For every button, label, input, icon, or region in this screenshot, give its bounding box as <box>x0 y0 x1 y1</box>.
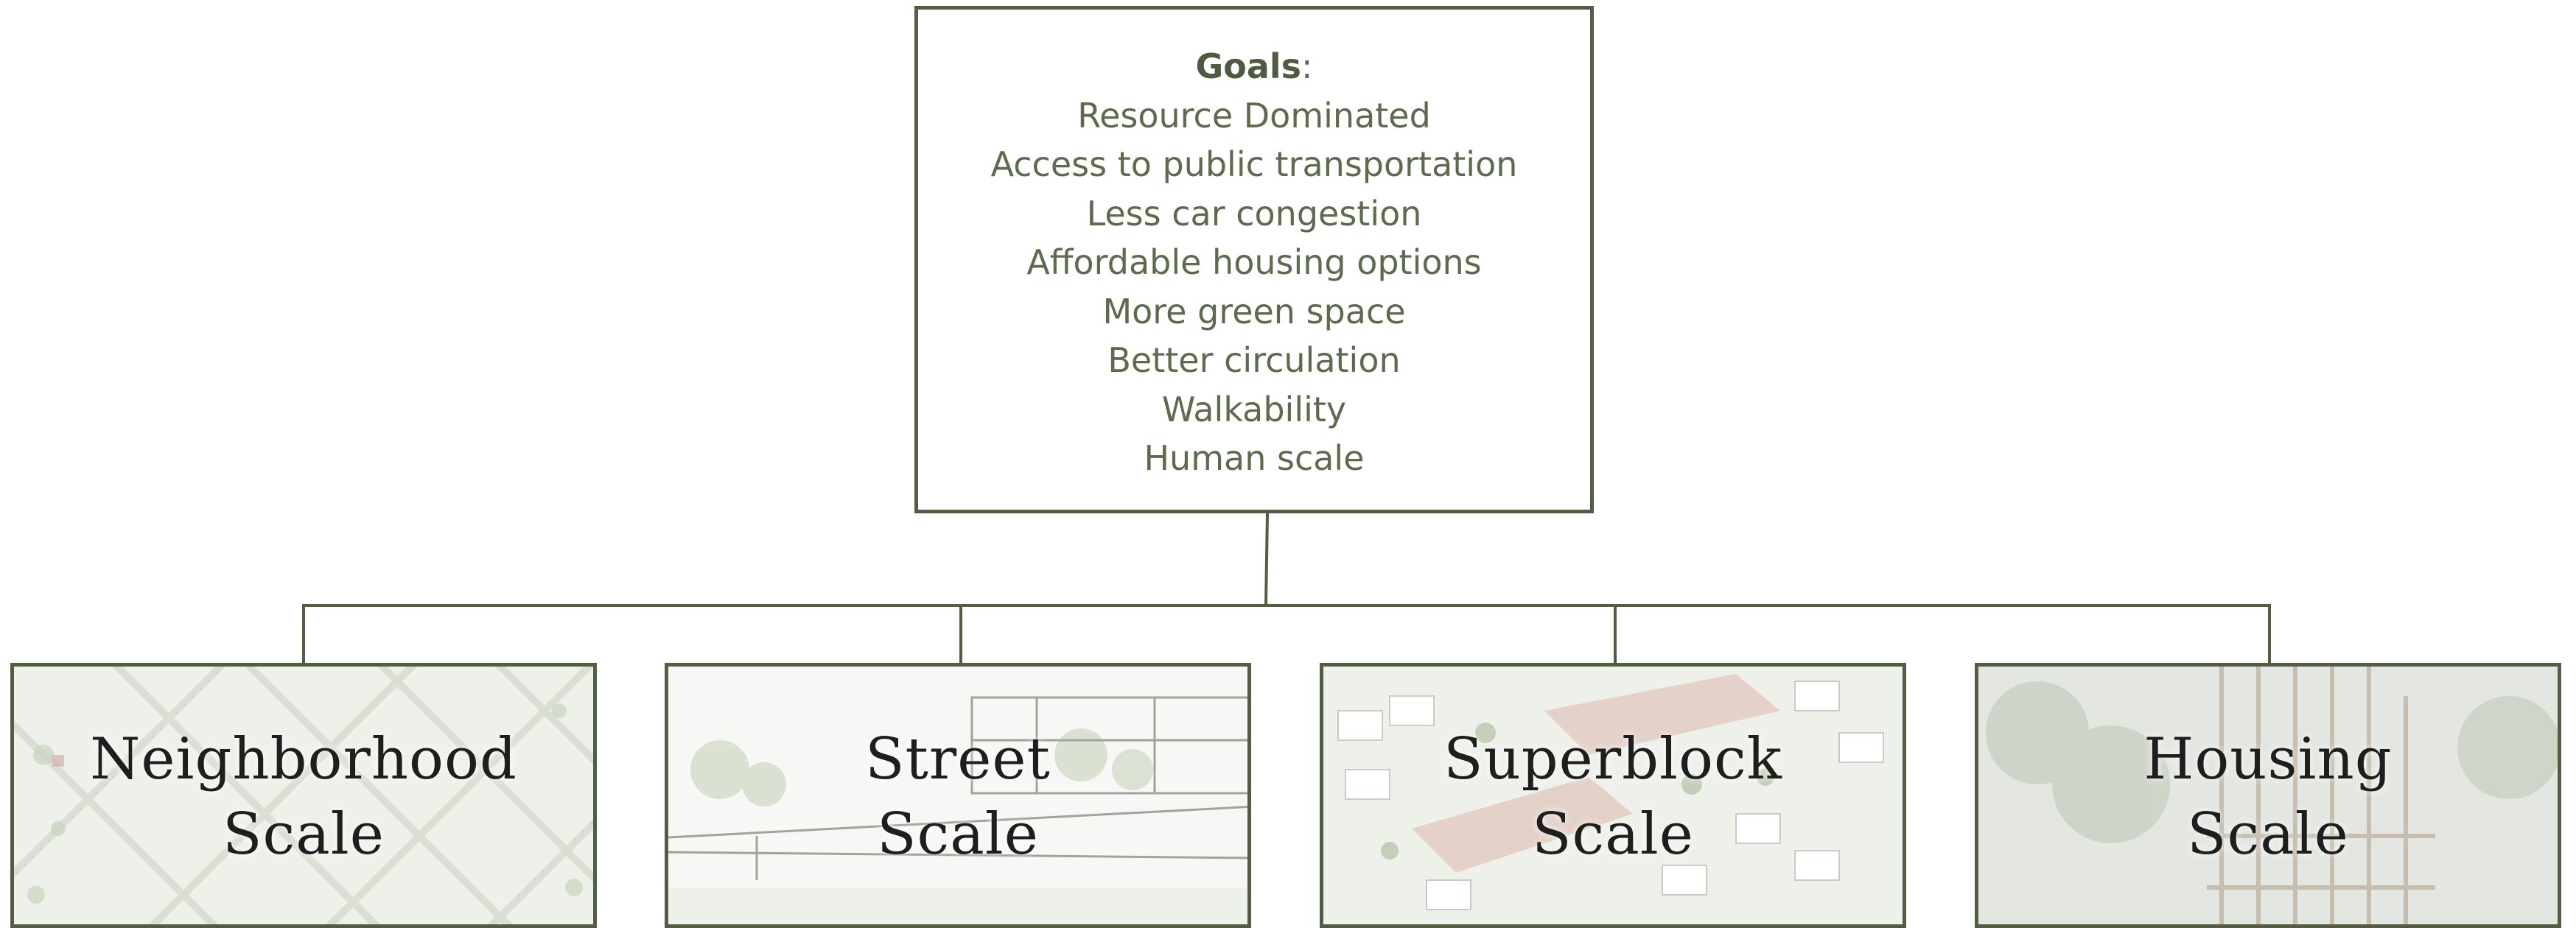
superblock-scale-card[interactable]: Superblock Scale <box>1320 663 1906 928</box>
housing-scale-card[interactable]: Housing Scale <box>1975 663 2561 928</box>
street-scale-line1: Street <box>865 726 1051 792</box>
goal-item-resource-dominated: Resource Dominated <box>1077 95 1431 136</box>
goals-box: Goals: Resource Dominated Access to publ… <box>914 6 1594 513</box>
neighborhood-scale-line1: Neighborhood <box>90 726 517 792</box>
street-section-image <box>668 667 1247 924</box>
neighborhood-scale-label: Neighborhood Scale <box>14 722 593 872</box>
street-scale-card[interactable]: Street Scale <box>665 663 1251 928</box>
goal-item-less-car-congestion: Less car congestion <box>1086 193 1422 233</box>
housing-scale-label: Housing Scale <box>1978 722 2558 872</box>
housing-render-image <box>1978 667 2558 924</box>
neighborhood-scale-line2: Scale <box>223 801 385 868</box>
neighborhood-map-image <box>14 667 593 924</box>
neighborhood-scale-card[interactable]: Neighborhood Scale <box>10 663 597 928</box>
superblock-aerial-image <box>1323 667 1903 924</box>
housing-scale-line2: Scale <box>2187 801 2349 868</box>
goal-item-walkability: Walkability <box>1161 389 1347 429</box>
street-scale-label: Street Scale <box>668 722 1247 872</box>
trunk-line <box>1264 513 1269 606</box>
goal-item-public-transportation: Access to public transportation <box>990 144 1518 184</box>
street-scale-line2: Scale <box>877 801 1039 868</box>
goal-item-green-space: More green space <box>1102 291 1406 331</box>
goals-heading-colon: : <box>1301 46 1313 86</box>
superblock-scale-line1: Superblock <box>1443 726 1782 792</box>
goal-item-affordable-housing: Affordable housing options <box>1026 242 1482 282</box>
housing-scale-line1: Housing <box>2143 726 2393 792</box>
goal-item-human-scale: Human scale <box>1144 438 1365 478</box>
goals-heading: Goals <box>1195 46 1302 86</box>
superblock-scale-label: Superblock Scale <box>1323 722 1903 872</box>
goals-heading-line: Goals: <box>1195 42 1312 91</box>
goal-item-better-circulation: Better circulation <box>1107 340 1401 380</box>
superblock-scale-line2: Scale <box>1532 801 1694 868</box>
